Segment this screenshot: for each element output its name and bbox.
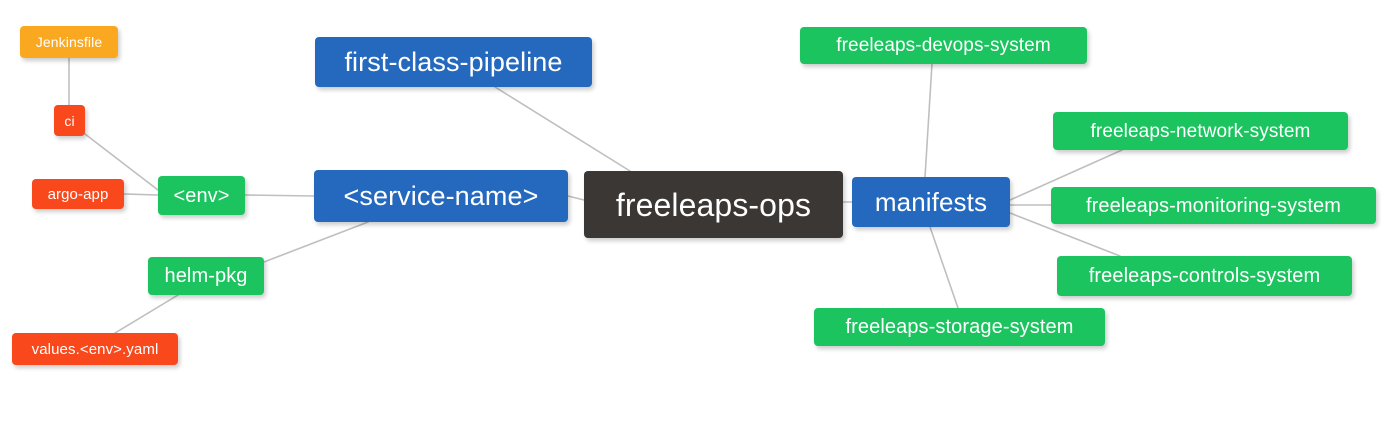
mindmap-node-storage-system[interactable]: freeleaps-storage-system xyxy=(814,308,1105,346)
edge-env-to-service-name xyxy=(244,194,315,197)
mindmap-node-first-class-pipeline[interactable]: first-class-pipeline xyxy=(315,37,592,87)
mindmap-node-network-system[interactable]: freeleaps-network-system xyxy=(1053,112,1348,150)
mindmap-node-env[interactable]: <env> xyxy=(158,176,245,215)
edge-helm-pkg-to-service-name xyxy=(263,221,369,263)
edge-first-class-pipeline-to-freeleaps-ops xyxy=(494,86,631,172)
edge-argo-app-to-env xyxy=(123,193,159,196)
mindmap-node-manifests[interactable]: manifests xyxy=(852,177,1010,227)
mindmap-node-ci[interactable]: ci xyxy=(54,105,85,136)
mindmap-node-freeleaps-ops[interactable]: freeleaps-ops xyxy=(584,171,843,238)
mindmap-node-jenkinsfile[interactable]: Jenkinsfile xyxy=(20,26,118,58)
edge-values-yaml-to-helm-pkg xyxy=(114,294,179,334)
mindmap-node-helm-pkg[interactable]: helm-pkg xyxy=(148,257,264,295)
mindmap-node-devops-system[interactable]: freeleaps-devops-system xyxy=(800,27,1087,64)
mindmap-node-argo-app[interactable]: argo-app xyxy=(32,179,124,209)
edge-manifests-to-storage-system xyxy=(929,226,959,309)
mindmap-node-values-yaml[interactable]: values.<env>.yaml xyxy=(12,333,178,365)
edge-manifests-to-devops-system xyxy=(924,63,933,178)
mindmap-node-controls-system[interactable]: freeleaps-controls-system xyxy=(1057,256,1352,296)
mindmap-node-monitoring-system[interactable]: freeleaps-monitoring-system xyxy=(1051,187,1376,224)
edge-service-name-to-freeleaps-ops xyxy=(567,195,585,201)
mindmap-node-service-name[interactable]: <service-name> xyxy=(314,170,568,222)
